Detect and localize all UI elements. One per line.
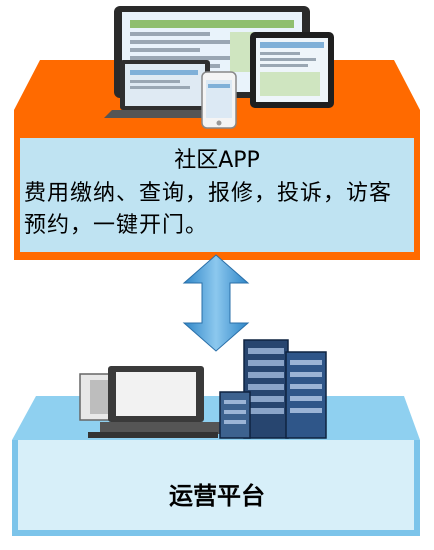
laptop-icon <box>104 60 226 118</box>
server-rack-icon <box>219 339 327 439</box>
devices-group <box>104 6 334 129</box>
top-box-panel <box>20 138 414 252</box>
small-tablet-icon <box>250 32 334 108</box>
bidirectional-arrow <box>182 254 250 352</box>
smartphone-icon <box>201 71 237 129</box>
bottom-box-panel <box>18 440 414 530</box>
top-box-title: 社区APP <box>174 148 260 173</box>
bottom-box-title: 运营平台 <box>169 482 265 510</box>
desktop-computer-icon <box>79 366 220 438</box>
top-box-description: 费用缴纳、查询，报修，投诉，访客预约，一键开门。 <box>24 181 393 238</box>
